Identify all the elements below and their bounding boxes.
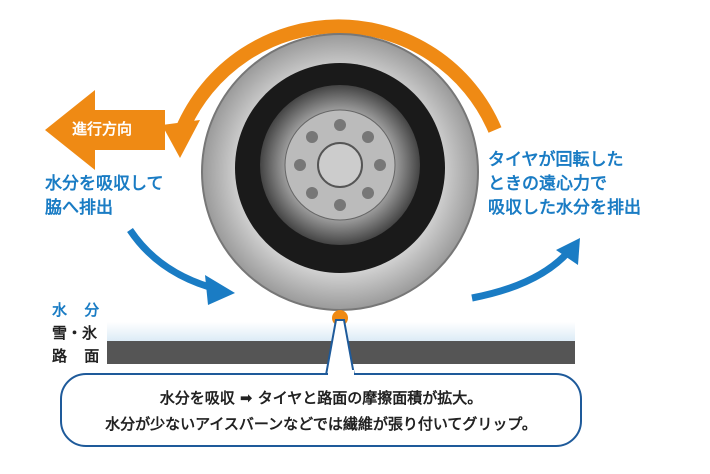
right-text: タイヤが回転した ときの遠心力で 吸収した水分を排出 (488, 148, 641, 220)
callout-box: 水分を吸収 ➡ タイヤと路面の摩擦面積が拡大。 水分が少ないアイスバーンなどでは… (60, 373, 582, 447)
left-text-line: 水分を吸収して (45, 174, 164, 194)
direction-label: 進行方向 (72, 120, 133, 138)
callout-pointer-joint (328, 370, 354, 378)
label-snow-ice: 雪・氷 (52, 324, 98, 342)
callout-line: 水分を吸収 ➡ タイヤと路面の摩擦面積が拡大。 (159, 389, 483, 407)
callout-line: 水分が少ないアイスバーンなどでは繊維が張り付いてグリップ。 (105, 415, 537, 433)
direction-arrow (45, 90, 165, 170)
rotation-arrow (175, 19, 502, 133)
hub-cap (317, 142, 363, 188)
right-text-line: タイヤが回転した (488, 150, 624, 170)
rotation-arrowhead (162, 120, 200, 158)
right-text-line: 吸収した水分を排出 (488, 198, 641, 218)
label-water: 水 分 (52, 301, 106, 319)
right-text-line: ときの遠心力で (488, 174, 607, 194)
label-road: 路 面 (52, 347, 106, 365)
left-text-line: 脇へ排出 (45, 198, 113, 218)
right-blue-arrow (471, 247, 573, 302)
left-text: 水分を吸収して 脇へ排出 (45, 172, 164, 220)
